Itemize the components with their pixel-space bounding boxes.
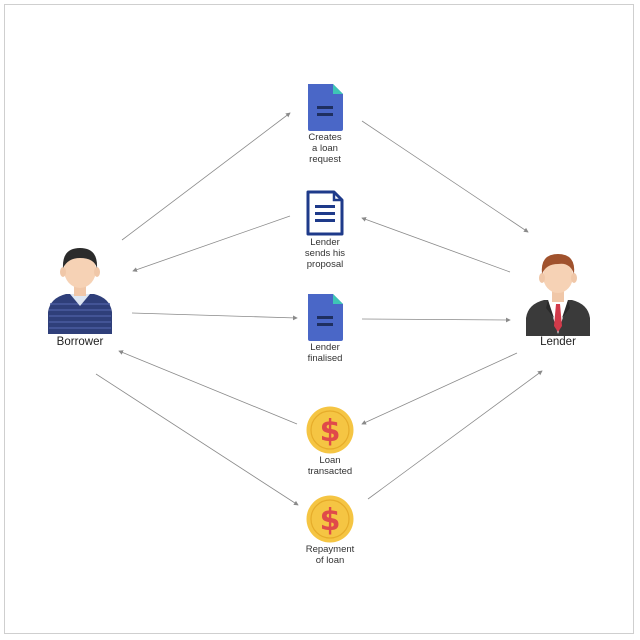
lender-node: Lender bbox=[512, 246, 604, 348]
step-finalised-label: Lender finalised bbox=[307, 342, 343, 364]
arrow-finalised-to-lender bbox=[361, 317, 511, 323]
svg-text:$: $ bbox=[320, 503, 341, 538]
document-icon bbox=[308, 294, 343, 341]
arrow-borrower-to-finalised bbox=[131, 312, 298, 321]
arrow-proposal-to-borrower bbox=[132, 215, 291, 272]
arrow-request-to-lender bbox=[361, 120, 529, 233]
arrow-lender-to-transacted bbox=[361, 352, 518, 425]
arrow-borrower-to-repayment bbox=[95, 373, 299, 506]
document-outline-icon bbox=[306, 190, 344, 236]
dollar-coin-icon: $ bbox=[306, 406, 354, 454]
step-repayment-label: Repayment of loan bbox=[305, 544, 355, 566]
arrow-lender-to-proposal bbox=[361, 217, 511, 273]
arrow-borrower-to-request bbox=[121, 112, 291, 241]
svg-text:$: $ bbox=[320, 414, 341, 449]
step-proposal: Lender sends his proposal bbox=[290, 189, 360, 270]
lender-avatar-icon bbox=[526, 254, 590, 336]
step-proposal-label: Lender sends his proposal bbox=[304, 237, 346, 270]
arrow-repayment-to-lender bbox=[367, 370, 543, 500]
borrower-label: Borrower bbox=[56, 336, 104, 348]
step-loan-transacted: $ Loan transacted bbox=[290, 405, 370, 477]
document-icon bbox=[308, 84, 343, 131]
borrower-node: Borrower bbox=[32, 238, 128, 348]
borrower-avatar-icon bbox=[48, 248, 112, 334]
step-loan-request: Creates a loan request bbox=[290, 82, 360, 165]
dollar-coin-icon: $ bbox=[306, 495, 354, 543]
lender-label: Lender bbox=[540, 336, 576, 348]
step-finalised: Lender finalised bbox=[290, 292, 360, 364]
step-repayment: $ Repayment of loan bbox=[290, 494, 370, 566]
step-loan-request-label: Creates a loan request bbox=[308, 132, 342, 165]
step-loan-transacted-label: Loan transacted bbox=[307, 455, 353, 477]
diagram-frame bbox=[4, 4, 634, 634]
arrow-transacted-to-borrower bbox=[118, 350, 298, 425]
